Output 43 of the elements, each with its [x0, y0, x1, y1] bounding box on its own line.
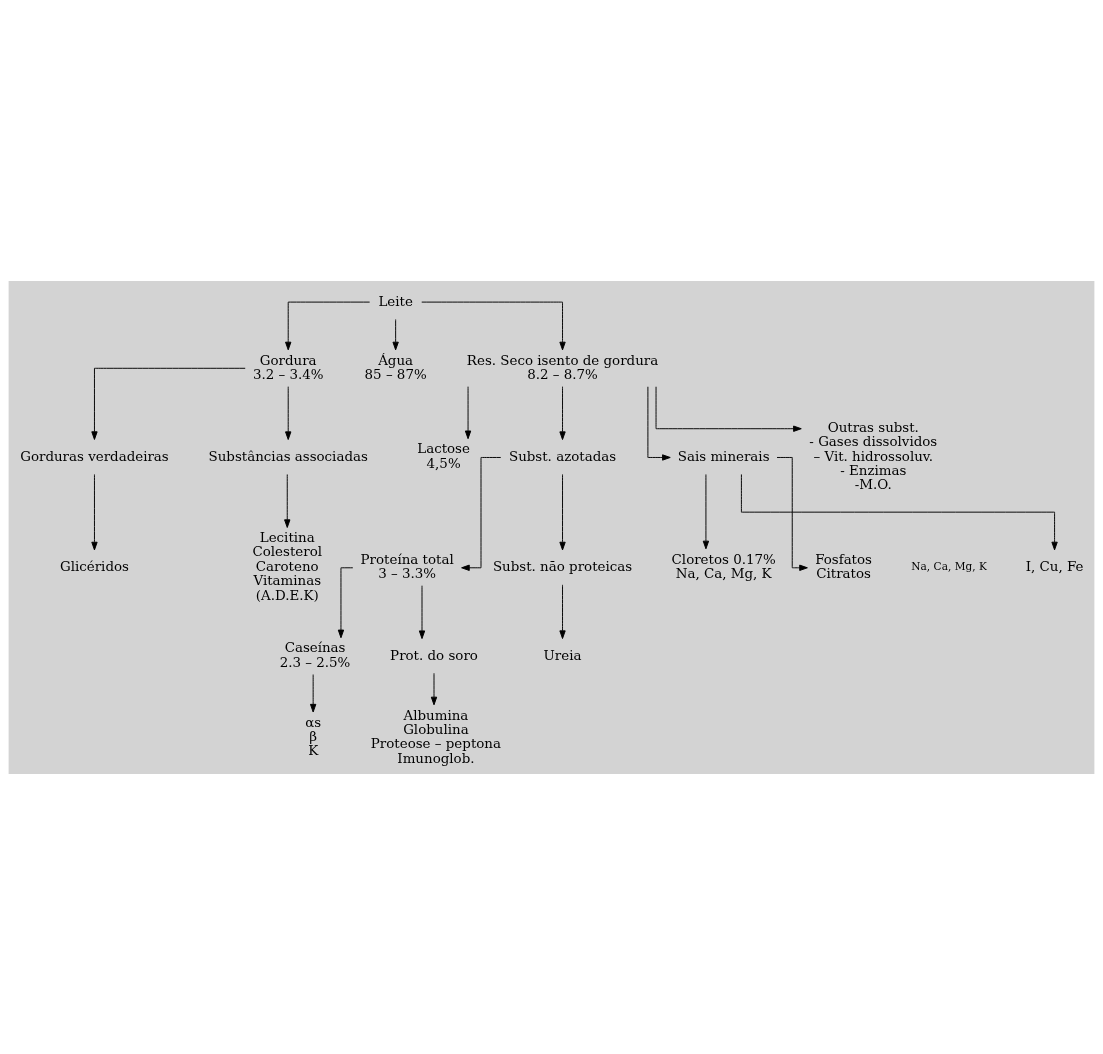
arrow	[647, 385, 671, 461]
arrow	[461, 456, 502, 571]
node-text: Gordura 3.2 – 3.4%	[252, 352, 324, 382]
arrow	[310, 673, 317, 712]
node-text: Substâncias associadas	[208, 448, 368, 464]
node-text: I, Cu, Fe	[1025, 558, 1084, 574]
arrow	[740, 473, 1058, 550]
node-text: Lecitina Colesterol Caroteno Vitaminas (A.D.E.K)	[252, 529, 323, 603]
arrow	[91, 473, 98, 550]
node-text: Subst. azotadas	[508, 448, 617, 464]
arrow	[285, 301, 371, 350]
arrow	[421, 301, 566, 350]
arrow	[559, 473, 566, 550]
arrow	[464, 385, 472, 439]
node-text: Glicéridos	[59, 558, 129, 574]
arrow	[392, 318, 399, 350]
arrow	[559, 385, 566, 440]
arrow	[418, 584, 426, 639]
node-text: Leite	[378, 293, 413, 309]
node-text: Cloretos 0.17% Na, Ca, Mg, K	[671, 551, 776, 581]
node-text: Fosfatos Citratos	[815, 551, 872, 581]
node-text: Sais minerais	[677, 448, 770, 464]
node-text: Outras subst. - Gases dissolvidos – Vit. hidrossoluv. - Enzimas -M.O.	[809, 419, 938, 492]
label: Na, Ca, Mg, K	[911, 559, 987, 572]
arrow	[284, 473, 291, 528]
arrow	[655, 385, 802, 432]
node-text: Caseínas 2.3 – 2.5%	[279, 639, 351, 670]
arrow	[91, 367, 246, 440]
arrow	[285, 385, 292, 440]
node-text: Ureia	[543, 647, 582, 663]
arrow	[430, 672, 438, 705]
node-text: Albumina Globulina Proteose – peptona Imunoglob.	[370, 707, 501, 766]
arrow	[776, 456, 808, 571]
node-text: Lactose 4,5%	[417, 440, 470, 471]
node-text: αs β K	[305, 714, 322, 758]
node-text: Prot. do soro	[390, 647, 478, 663]
node-text: Proteína total 3 – 3.3%	[360, 551, 454, 581]
node-text: Água 85 – 87%	[364, 352, 427, 382]
arrow	[559, 583, 566, 639]
node-text: Res. Seco isento de gordura 8.2 – 8.7%	[466, 352, 659, 382]
node-text: Gorduras verdadeiras	[20, 448, 169, 464]
arrow	[702, 473, 710, 549]
node-text: Subst. não proteicas	[492, 558, 633, 574]
